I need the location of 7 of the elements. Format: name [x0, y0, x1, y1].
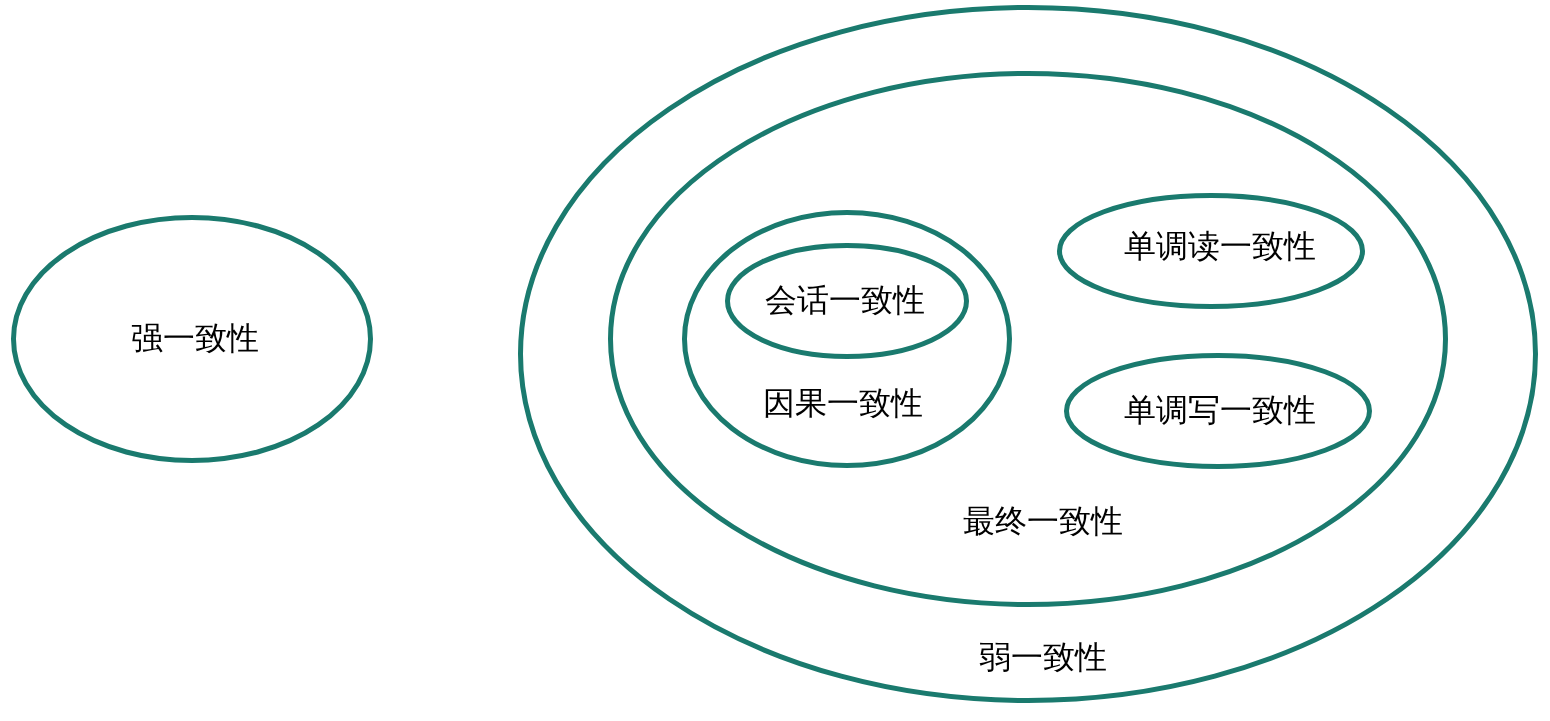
- set-label: 强一致性: [131, 321, 259, 357]
- set-label: 会话一致性: [765, 283, 925, 319]
- set-label: 弱一致性: [979, 640, 1107, 676]
- set-label: 最终一致性: [963, 504, 1123, 540]
- set-label: 单调写一致性: [1124, 393, 1316, 429]
- set-label: 因果一致性: [763, 386, 923, 422]
- set-label: 单调读一致性: [1124, 229, 1316, 265]
